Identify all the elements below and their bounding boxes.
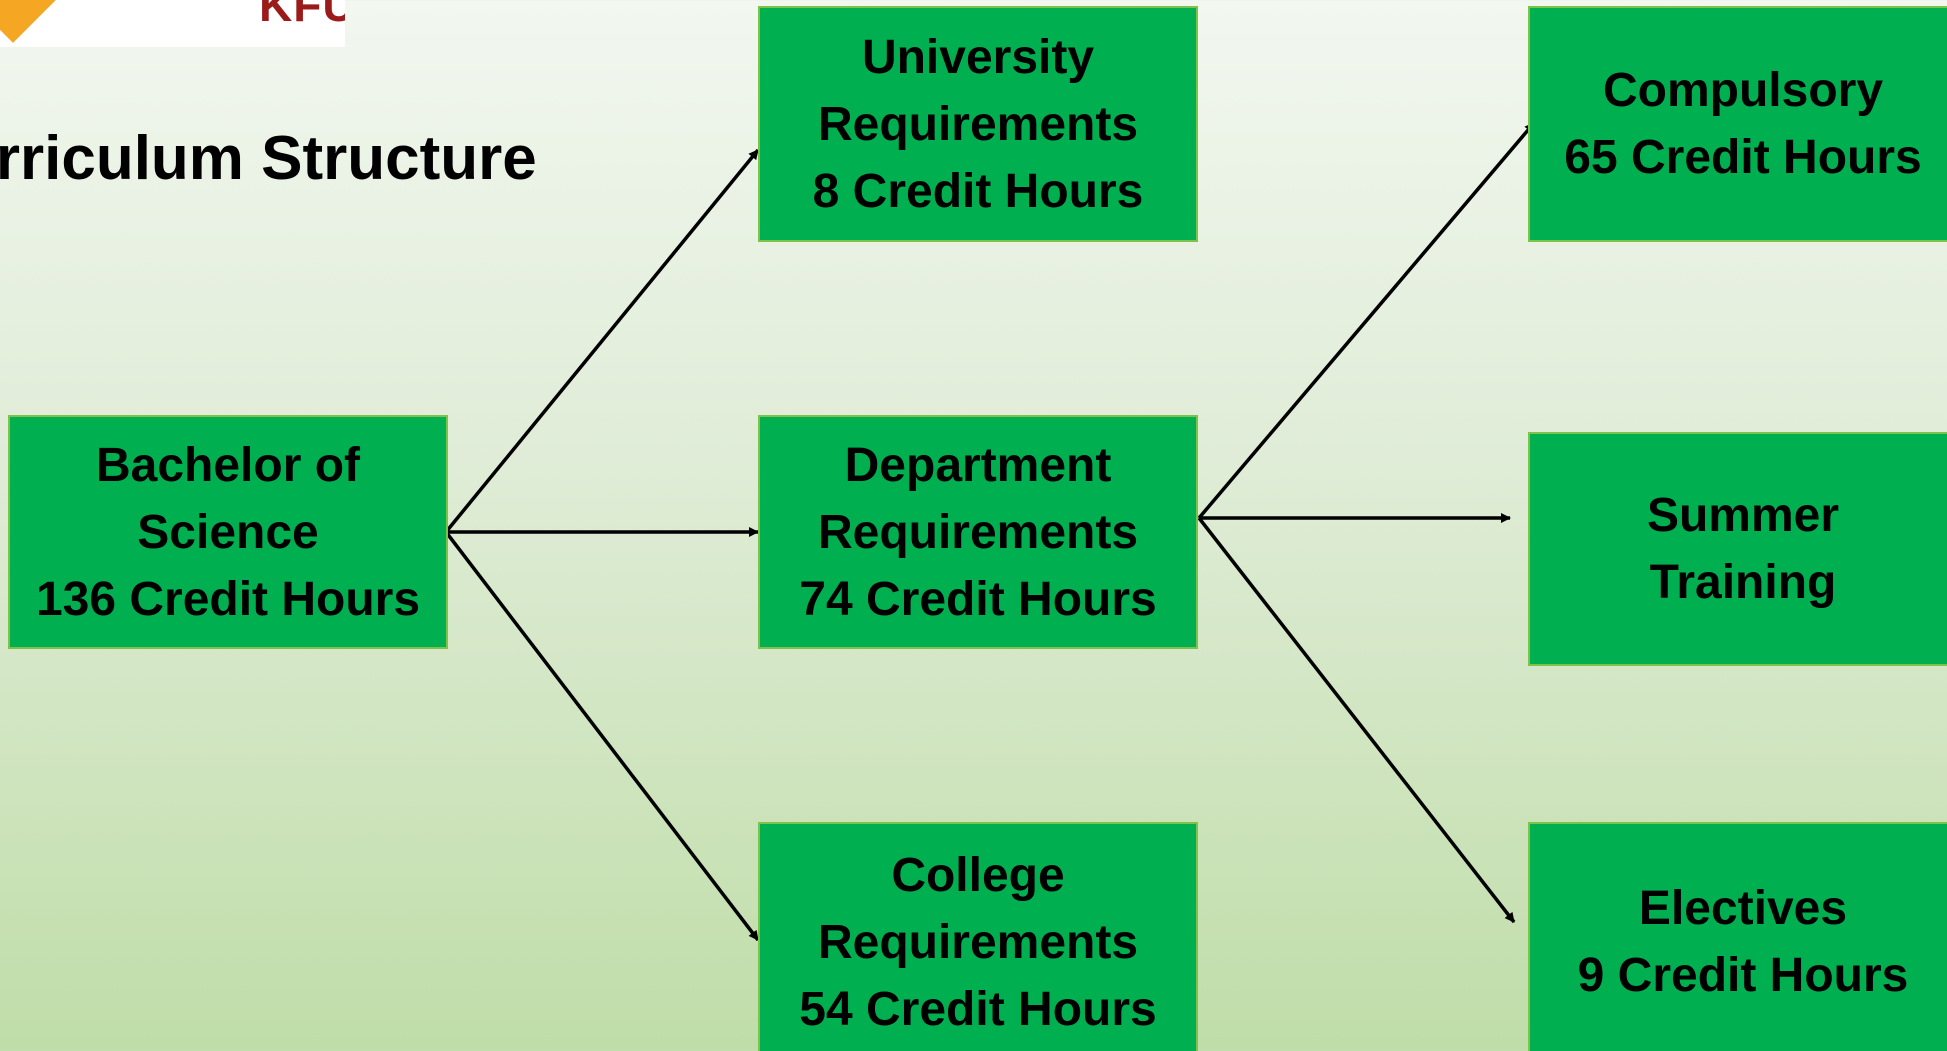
node-compulsory-line-2: 65 Credit Hours	[1564, 131, 1922, 184]
node-university-line-3: 8 Credit Hours	[812, 164, 1144, 218]
logo-text: KFU	[259, 0, 345, 31]
node-university-line-1: University	[861, 30, 1095, 84]
node-electives-line-1: Electives	[1638, 882, 1848, 935]
node-department-line-1: Department	[844, 438, 1112, 492]
arrow-department-to-electives	[1197, 516, 1516, 924]
node-department-requirements: Department Requirements 74 Credit Hours	[758, 415, 1198, 649]
node-college-requirements: College Requirements 54 Credit Hours	[758, 822, 1198, 1051]
node-summer-line-1: Summer	[1646, 489, 1840, 542]
node-bachelor-line-3: 136 Credit Hours	[35, 572, 421, 626]
arrow-bachelor-to-college	[444, 530, 760, 942]
node-college-line-3: 54 Credit Hours	[799, 982, 1157, 1036]
node-department-line-3: 74 Credit Hours	[799, 572, 1157, 626]
node-university-line-2: Requirements	[817, 97, 1139, 151]
arrow-bachelor-to-university	[444, 148, 760, 534]
node-bachelor-line-1: Bachelor of	[95, 438, 361, 492]
node-college-line-2: Requirements	[817, 915, 1139, 969]
node-compulsory: Compulsory 65 Credit Hours	[1528, 6, 1947, 242]
node-university-requirements: University Requirements 8 Credit Hours	[758, 6, 1198, 242]
logo: KFU	[0, 0, 345, 47]
node-compulsory-line-1: Compulsory	[1602, 64, 1884, 117]
node-electives: Electives 9 Credit Hours	[1528, 822, 1947, 1051]
page-title: urriculum Structure	[0, 124, 537, 193]
node-bachelor: Bachelor of Science 136 Credit Hours	[8, 415, 448, 649]
node-electives-line-2: 9 Credit Hours	[1577, 949, 1909, 1002]
node-college-line-1: College	[891, 848, 1065, 902]
node-summer-line-2: Training	[1649, 556, 1837, 609]
node-department-line-2: Requirements	[817, 505, 1139, 559]
node-bachelor-line-2: Science	[137, 505, 319, 559]
node-summer-training: Summer Training	[1528, 432, 1947, 666]
arrow-department-to-compulsory	[1197, 121, 1536, 520]
